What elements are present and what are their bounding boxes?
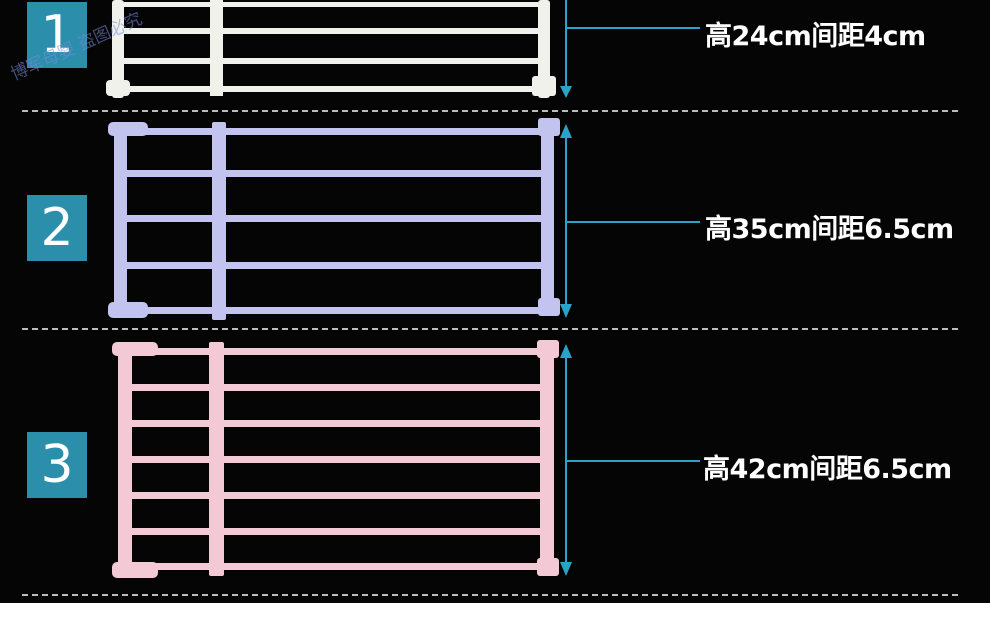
rack-2-image <box>108 118 560 320</box>
number-badge-2: 2 <box>27 195 87 261</box>
spec-label-3: 高42cm间距6.5cm <box>703 454 952 485</box>
spec-label-1: 高24cm间距4cm <box>705 21 926 52</box>
rack-3-image <box>112 340 559 578</box>
number-badge-3: 3 <box>27 432 87 498</box>
number-badge-1: 1 <box>27 2 87 68</box>
height-arrows <box>560 0 700 576</box>
rack-illustrations <box>106 0 700 578</box>
rack-1-image <box>106 0 556 98</box>
section-divider <box>22 110 958 112</box>
spec-label-2: 高35cm间距6.5cm <box>705 214 954 245</box>
section-divider <box>22 328 958 330</box>
product-size-chart: 1 2 3 高24cm间距4cm 高35cm间距6.5cm 高42cm间距6.5… <box>0 0 990 603</box>
section-divider <box>22 594 958 596</box>
